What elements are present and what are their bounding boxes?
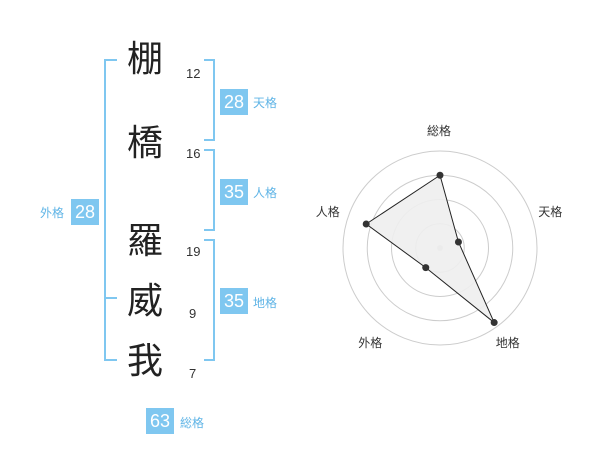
name-char-5-strokes: 7 (189, 366, 197, 381)
tenkaku-badge: 28 (220, 89, 248, 115)
gaikaku-badge: 28 (71, 199, 99, 225)
jinkaku-label: 人格 (253, 186, 278, 200)
name-char-3-strokes: 19 (186, 244, 201, 259)
radar-point-4 (422, 264, 430, 272)
radar-axis-label-3: 地格 (495, 335, 520, 350)
radar-point-1 (436, 171, 444, 179)
name-char-2: 橋 (126, 123, 163, 164)
name-char-2-strokes: 16 (186, 146, 201, 161)
tenkaku-bracket (204, 59, 215, 141)
soukaku-badge: 63 (146, 408, 174, 434)
radar-axis-label-1: 総格 (427, 124, 452, 138)
radar-axis-label-2: 天格 (538, 204, 563, 219)
name-char-5: 我 (126, 341, 163, 382)
radar-points (362, 171, 498, 327)
name-char-4-strokes: 9 (189, 306, 197, 321)
jinkaku-bracket (204, 149, 215, 231)
radar-polygon (365, 174, 495, 323)
chikaku-badge: 35 (220, 288, 248, 314)
jinkaku-badge: 35 (220, 179, 248, 205)
name-char-1: 棚 (126, 39, 163, 80)
name-char-4: 威 (126, 281, 163, 322)
radar-shape (365, 174, 495, 323)
radar-point-2 (454, 238, 462, 246)
gaikaku-bracket (104, 59, 117, 361)
name-char-3: 羅 (126, 221, 163, 262)
gaikaku-label: 外格 (40, 206, 65, 220)
radar-point-3 (490, 319, 498, 327)
chikaku-bracket (204, 239, 215, 361)
chikaku-label: 地格 (253, 296, 278, 310)
radar-axis-label-5: 人格 (315, 204, 340, 219)
radar-point-5 (362, 220, 370, 228)
soukaku-label: 総格 (180, 416, 205, 430)
tenkaku-label: 天格 (253, 96, 278, 110)
name-char-1-strokes: 12 (186, 66, 201, 81)
radar-ring (342, 150, 538, 346)
radar-axis-label-4: 外格 (358, 335, 383, 350)
